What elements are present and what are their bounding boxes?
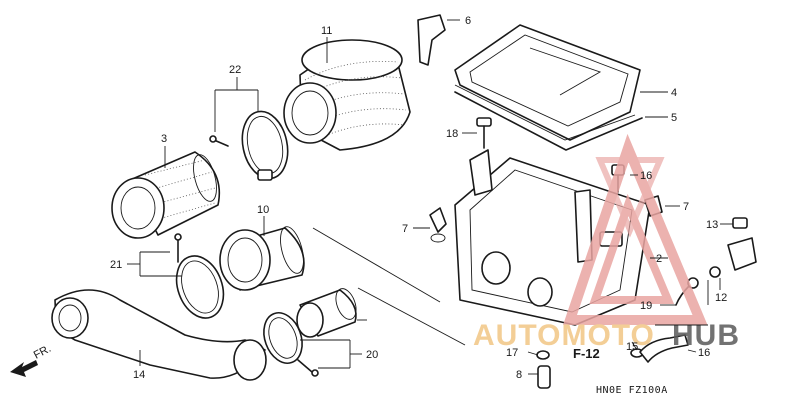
callout-16-lower: 16 [698, 347, 710, 359]
callout-labels: 2 3 4 5 6 7 7 8 10 11 12 13 14 15 16 16 … [110, 15, 727, 381]
callout-18: 18 [446, 128, 458, 140]
callout-2: 2 [656, 253, 662, 265]
callout-3: 3 [161, 133, 167, 145]
band-clamp-21 [174, 233, 225, 319]
hose-joint-12 [709, 237, 757, 278]
callout-17: 17 [506, 347, 518, 359]
callout-19: 19 [640, 300, 652, 312]
callout-16-upper: 16 [640, 170, 652, 182]
callout-20: 20 [366, 349, 378, 361]
reference-label: F-12 [573, 346, 600, 361]
watermark-text-left: AUTOMOTO [473, 319, 655, 352]
callout-4: 4 [671, 87, 677, 99]
connecting-boot [219, 226, 305, 291]
cover-seal [454, 91, 643, 151]
callout-15: 15 [626, 341, 638, 353]
screw-18 [476, 117, 492, 149]
callout-5: 5 [671, 112, 677, 124]
callout-12: 12 [715, 292, 727, 304]
callout-6: 6 [465, 15, 471, 27]
watermark-triangle [563, 133, 708, 325]
callout-7-left: 7 [402, 223, 408, 235]
intake-duct [51, 289, 267, 381]
callout-21: 21 [110, 259, 122, 271]
clip-7-left [429, 207, 447, 243]
front-direction-arrow [10, 360, 38, 377]
air-filter-element [283, 39, 411, 151]
callout-10: 10 [257, 204, 269, 216]
air-funnel [111, 151, 221, 239]
band-clamp-22 [209, 110, 289, 181]
watermark: AUTOMOTO HUB [473, 133, 740, 352]
leader-lines [127, 19, 733, 375]
diagram-code: HN0E FZ100A [596, 385, 668, 396]
boot-9 [296, 288, 357, 338]
callout-11: 11 [321, 25, 332, 37]
air-cleaner-cover [454, 24, 641, 141]
clip-6 [417, 14, 446, 66]
watermark-text-right: HUB [672, 319, 740, 352]
callout-8: 8 [516, 369, 522, 381]
callout-7-right: 7 [683, 201, 689, 213]
drain-hose-16 [639, 334, 689, 363]
callout-14: 14 [133, 369, 145, 381]
clip-17 [536, 350, 550, 360]
front-direction-label: FR. [32, 343, 53, 362]
callout-13: 13 [706, 219, 718, 231]
drain-plug-8 [537, 365, 551, 389]
callout-22: 22 [229, 64, 241, 76]
connector-13 [732, 217, 748, 229]
